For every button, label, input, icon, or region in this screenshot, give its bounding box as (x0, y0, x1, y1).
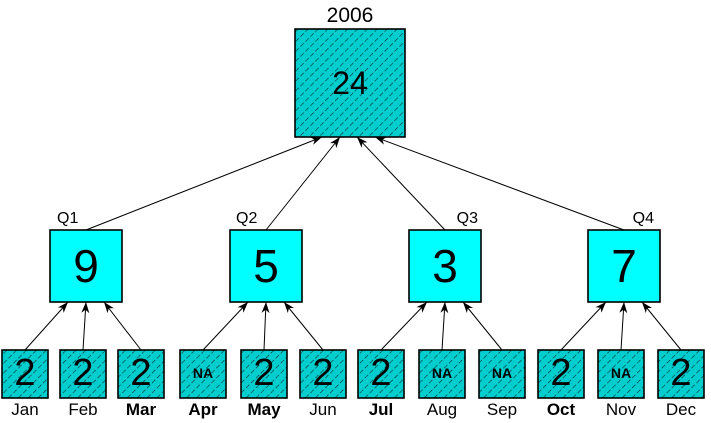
arrow-nov-to-q4 (619, 301, 628, 351)
quarter-label-q2: Q2 (236, 210, 257, 227)
month-box-feb (59, 349, 107, 399)
month-label-nov: Nov (606, 400, 637, 419)
month-value-jan: 2 (14, 352, 35, 394)
quarter-label-q3: Q3 (457, 210, 478, 227)
arrow-oct-to-q4 (560, 301, 607, 351)
month-value-jul: 2 (370, 352, 391, 394)
year-label: 2006 (327, 4, 374, 27)
arrow-mar-to-q1 (103, 301, 142, 351)
month-box-dec (657, 349, 705, 399)
year-value: 24 (332, 65, 368, 101)
month-box-jul (357, 349, 405, 399)
month-value-sep: NA (492, 365, 512, 381)
month-box-apr (179, 349, 227, 399)
arrow-apr-to-q2 (202, 301, 249, 351)
quarter-value-q3: 3 (432, 240, 458, 292)
month-value-jun: 2 (312, 352, 333, 394)
month-value-may: 2 (253, 352, 274, 394)
arrow-aug-to-q3 (440, 301, 449, 351)
month-box-jun (299, 349, 347, 399)
month-label-may: May (247, 400, 281, 419)
arrow-jul-to-q3 (380, 301, 428, 351)
quarter-box-q4 (587, 229, 661, 303)
quarter-value-q4: 7 (611, 240, 637, 292)
quarter-box-q2 (229, 229, 303, 303)
month-label-jul: Jul (369, 400, 394, 419)
quarter-box-q3 (408, 229, 482, 303)
month-label-dec: Dec (666, 400, 697, 419)
month-value-apr: NA (193, 365, 213, 381)
month-box-may (240, 349, 288, 399)
arrow-sep-to-q3 (462, 301, 503, 351)
month-label-aug: Aug (427, 400, 457, 419)
month-box-aug (418, 349, 466, 399)
arrow-q1-to-year (85, 136, 323, 231)
month-box-nov (597, 349, 645, 399)
month-label-jun: Jun (309, 400, 336, 419)
quarter-box-q1 (49, 229, 123, 303)
arrow-jun-to-q2 (283, 301, 324, 351)
month-label-sep: Sep (487, 400, 517, 419)
quarter-label-q4: Q4 (633, 210, 654, 227)
month-label-oct: Oct (547, 400, 576, 419)
month-value-nov: NA (611, 365, 631, 381)
arrow-feb-to-q1 (81, 301, 90, 351)
month-label-feb: Feb (68, 400, 97, 419)
month-label-apr: Apr (188, 400, 218, 419)
arrow-dec-to-q4 (641, 301, 682, 351)
month-value-oct: 2 (550, 352, 571, 394)
month-value-dec: 2 (670, 352, 691, 394)
month-label-mar: Mar (126, 400, 157, 419)
arrow-q4-to-year (374, 136, 625, 231)
month-value-mar: 2 (130, 352, 151, 394)
quarter-label-q1: Q1 (57, 210, 78, 227)
arrow-may-to-q2 (261, 301, 270, 351)
quarter-value-q1: 9 (73, 240, 99, 292)
month-label-jan: Jan (11, 400, 38, 419)
month-box-jan (1, 349, 49, 399)
month-value-feb: 2 (72, 352, 93, 394)
month-box-sep (478, 349, 526, 399)
year-box (294, 28, 406, 138)
quarter-value-q2: 5 (253, 240, 279, 292)
month-value-aug: NA (432, 365, 452, 381)
arrow-q2-to-year (265, 136, 341, 231)
arrow-q3-to-year (356, 136, 446, 231)
month-box-mar (117, 349, 165, 399)
arrow-jan-to-q1 (24, 301, 69, 351)
month-box-oct (537, 349, 585, 399)
